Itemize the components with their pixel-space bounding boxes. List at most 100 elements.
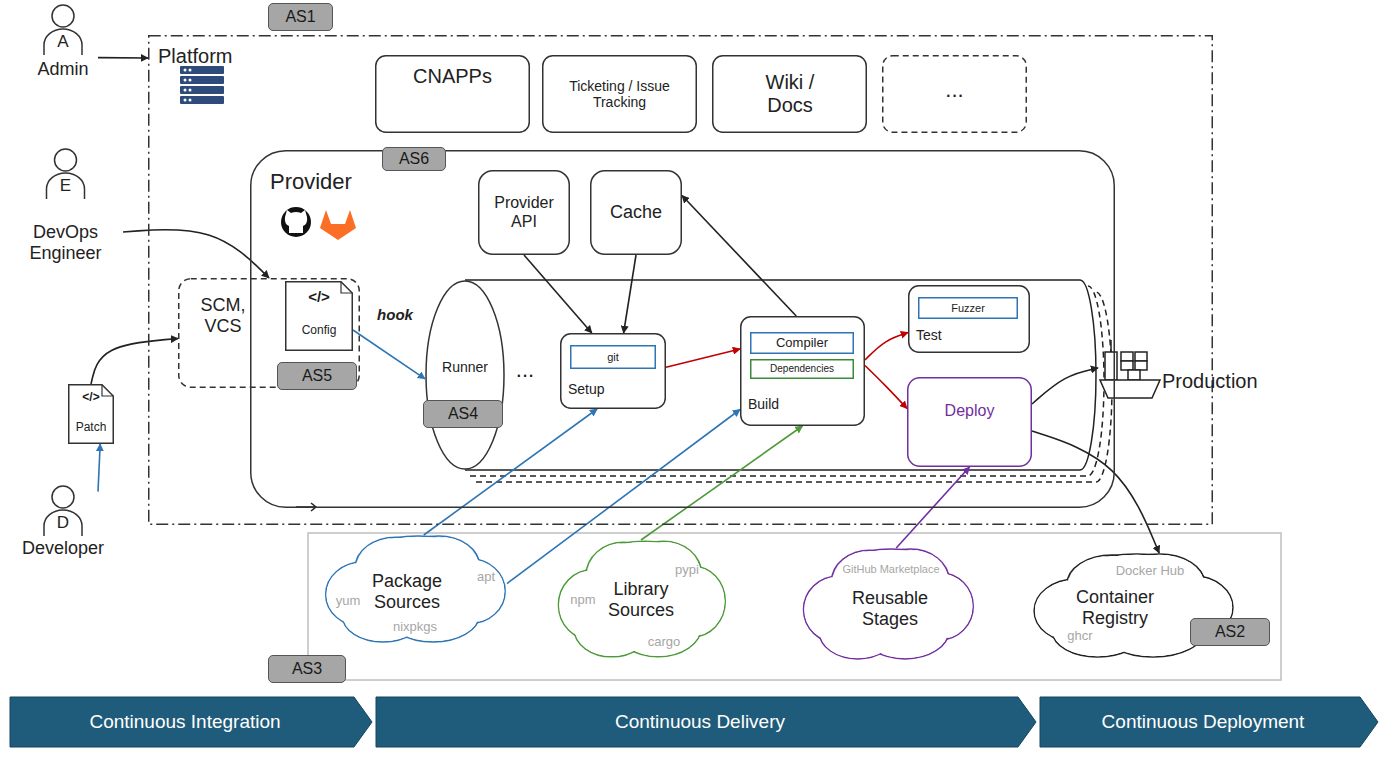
document-fold (102, 385, 113, 396)
attack-surface-badge: AS4 (423, 400, 503, 428)
node-label: CNAPPs (413, 65, 492, 88)
box-border (908, 378, 1032, 467)
actor: A Admin (28, 3, 98, 81)
connector-arrow (524, 255, 592, 333)
box-border (561, 334, 666, 409)
box-border (713, 56, 867, 133)
tool-tag: git (570, 345, 656, 369)
actor: EDevOps Engineer (8, 147, 123, 272)
box-border (251, 151, 1115, 508)
box-border (751, 333, 854, 354)
ellipse-border (426, 281, 504, 469)
text-holder: Library Sources (600, 576, 682, 624)
node-label: Config (302, 324, 337, 338)
text-holder: Ticketing / Issue Tracking (562, 55, 677, 133)
connector-arrow (98, 57, 148, 59)
cloud-fill (804, 550, 972, 658)
server-unit (180, 86, 224, 94)
node-sublabel: Container Registry (1055, 587, 1175, 628)
node-label: Dependencies (770, 363, 834, 375)
github-cat (285, 210, 307, 233)
ellipse-outline (425, 280, 505, 470)
attack-surface-badge: AS3 (268, 655, 346, 683)
text-holder: Config (285, 321, 353, 341)
source-cloud: Package Sourcesyumaptnixpkgs (322, 535, 507, 643)
text-holder: Continuous Integration (10, 697, 360, 747)
ship-hull (1100, 380, 1160, 398)
text-holder: Wiki / Docs (750, 55, 830, 133)
text-holder: Cache (590, 170, 682, 255)
node-label: Continuous Integration (89, 711, 280, 733)
stage-box: BuildCompilerDependencies (740, 316, 865, 426)
tool-box: Wiki / Docs (712, 55, 867, 133)
edge-label-holder: hook (368, 304, 422, 326)
box-border (741, 317, 865, 426)
connector-arrow (353, 330, 425, 379)
connector-arrow (641, 426, 803, 540)
phase-arrow: Continuous Integration (10, 697, 372, 747)
tool-tag: Dependencies (750, 359, 854, 379)
node-label: Platform (158, 45, 232, 68)
node-label: Fuzzer (951, 302, 985, 315)
box-border (376, 56, 530, 133)
node-label: Setup (568, 381, 605, 397)
led (189, 79, 192, 82)
text-holder: Compiler (750, 332, 854, 354)
text-holder: Package Sources (357, 568, 457, 616)
text-holder: nixpkgs (385, 617, 445, 637)
source-cloud: Library Sourcesnpmpypicargo (555, 540, 727, 658)
cloud-fill (327, 537, 505, 641)
node-label: Docker Hub (1116, 564, 1185, 579)
label-holder: AS5 (277, 362, 357, 390)
text-holder: Reusable Stages (840, 584, 940, 634)
cloud-lobe-fill (827, 571, 948, 637)
text-holder: Provider API (482, 170, 566, 255)
person-head (55, 149, 77, 171)
runner-ellipse: Runner (425, 280, 505, 470)
text-holder: cargo (639, 632, 689, 652)
tool-box: Ticketing / Issue Tracking (542, 55, 697, 133)
text-holder: Runner (435, 354, 495, 380)
cloud-lobe-fill (351, 557, 479, 620)
node-label: Library Sources (600, 579, 682, 620)
node-label: Runner (442, 359, 488, 375)
box-border (149, 36, 1213, 525)
more-box: ... (882, 55, 1027, 133)
document-outline (69, 385, 114, 444)
actor: DDeveloper (28, 484, 98, 560)
label-holder: ... (505, 355, 545, 385)
text-holder: A (28, 31, 98, 53)
connector-arrow (1032, 368, 1098, 404)
text-holder: Platform (158, 41, 268, 71)
attack-surface-badge: AS1 (268, 3, 333, 31)
led (184, 79, 187, 82)
person-body (44, 510, 82, 536)
tool-box: CNAPPs (375, 55, 530, 133)
cloud-stroke (558, 541, 725, 657)
deploy-box: Deploy (907, 377, 1032, 467)
text-holder: Container Registry (1055, 583, 1175, 633)
stage-box: Test Fuzzer (908, 285, 1030, 353)
text-holder: Provider (270, 166, 380, 198)
node-sublabel: yum (336, 594, 361, 609)
attack-surface-badge: AS6 (382, 147, 446, 171)
box-border (571, 346, 656, 369)
node-label: Wiki / Docs (750, 71, 830, 117)
node-label: Test (916, 327, 942, 343)
node-label: Production (1162, 370, 1258, 393)
node-label: ... (945, 77, 963, 102)
box-border (591, 171, 682, 255)
node-sublabel: nixpkgs (393, 620, 437, 635)
label-holder: AS1 (268, 3, 333, 31)
node-label: Continuous Delivery (615, 711, 785, 733)
node-sublabel: Admin (37, 59, 88, 80)
person-body (47, 173, 85, 199)
led (189, 89, 192, 92)
text-holder: ghcr (1058, 627, 1102, 645)
server-icon (180, 66, 224, 104)
node-label: Cache (610, 202, 662, 223)
node-sublabel: cargo (648, 635, 681, 650)
text-holder: Docker Hub (1110, 561, 1190, 581)
container (1135, 352, 1147, 361)
